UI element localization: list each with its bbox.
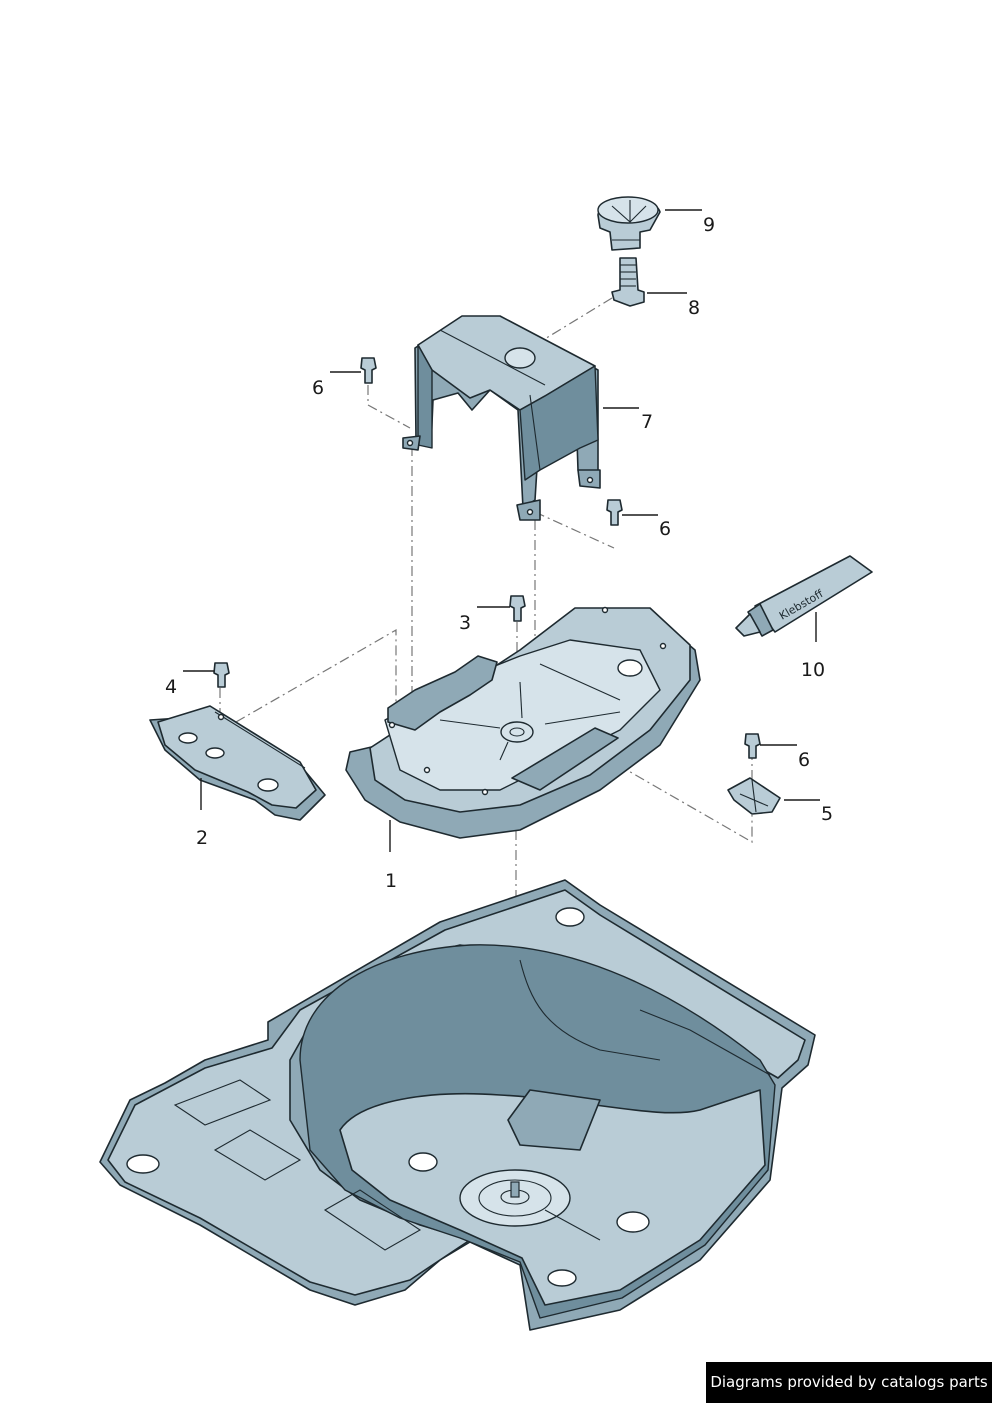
part-7-carrier <box>402 315 601 521</box>
callout-3: 3 <box>459 612 471 634</box>
part-9-wing-nut <box>597 196 661 251</box>
part-5-clip <box>727 777 781 815</box>
callout-6-middle: 6 <box>659 518 671 540</box>
callout-numbers: 1 2 3 4 5 6 6 6 7 8 9 10 <box>165 214 833 892</box>
callout-7: 7 <box>641 411 653 433</box>
spare-wheel-well-floor <box>99 879 816 1331</box>
part-8-stud <box>611 257 645 307</box>
part-10-adhesive-tube: Klebstoff <box>735 555 873 637</box>
part-2-bracket <box>149 705 326 821</box>
callout-4: 4 <box>165 676 177 698</box>
callout-2: 2 <box>196 827 208 849</box>
callout-1: 1 <box>385 870 397 892</box>
callout-8: 8 <box>688 297 700 319</box>
leader-lines <box>183 209 820 852</box>
part-1-tray <box>345 606 701 839</box>
callout-6-top: 6 <box>312 377 324 399</box>
callout-10: 10 <box>801 659 825 681</box>
callout-9: 9 <box>703 214 715 236</box>
callout-5: 5 <box>821 803 833 825</box>
bolts <box>213 357 761 759</box>
footer-attribution: Diagrams provided by catalogs parts <box>706 1362 992 1403</box>
callout-6-right: 6 <box>798 749 810 771</box>
